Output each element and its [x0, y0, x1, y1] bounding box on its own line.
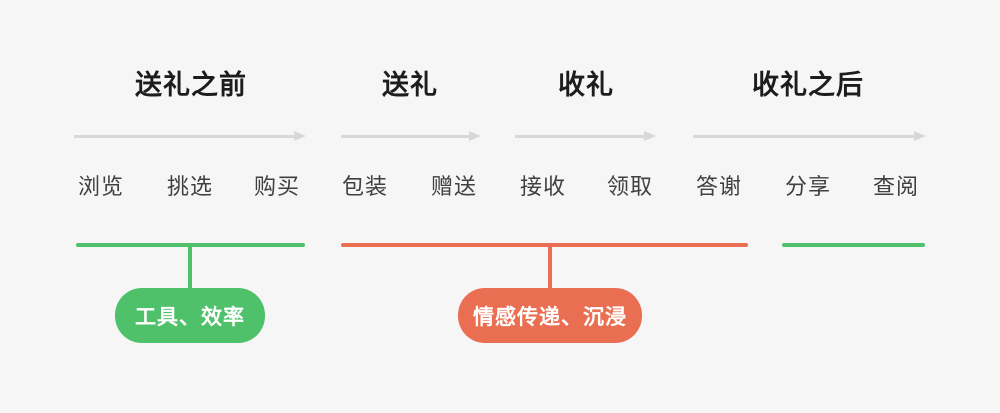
step-label-8: 分享 [784, 174, 832, 199]
phase-title-0: 送礼之前 [135, 70, 247, 100]
step-label-1: 挑选 [166, 174, 214, 199]
step-label-9: 查阅 [872, 174, 920, 199]
arrow-shaft [74, 135, 295, 138]
arrow-head [644, 131, 656, 141]
arrow-shaft [693, 135, 915, 138]
connector-stem-red [548, 243, 552, 291]
arrow-head [294, 131, 306, 141]
arrow-head [469, 131, 481, 141]
pill-emotion-immersion: 情感传递、沉浸 [458, 288, 642, 343]
group-bar-red-middle [341, 243, 748, 247]
step-label-3: 包装 [341, 174, 389, 199]
arrow-shaft [515, 135, 645, 138]
phase-arrow-icon-0 [74, 131, 306, 141]
step-label-2: 购买 [253, 174, 301, 199]
phase-title-3: 收礼之后 [752, 70, 864, 100]
phase-arrow-icon-1 [341, 131, 481, 141]
step-label-5: 接收 [519, 174, 567, 199]
phase-arrow-icon-3 [693, 131, 926, 141]
phase-arrow-icon-2 [515, 131, 656, 141]
step-label-6: 领取 [606, 174, 654, 199]
arrow-shaft [341, 135, 470, 138]
phase-title-2: 收礼 [558, 70, 614, 100]
pill-tools-efficiency: 工具、效率 [115, 288, 265, 343]
step-label-7: 答谢 [695, 174, 743, 199]
arrow-head [914, 131, 926, 141]
phase-title-1: 送礼 [382, 70, 438, 100]
group-bar-green-right [782, 243, 925, 247]
step-label-0: 浏览 [77, 174, 125, 199]
step-label-4: 赠送 [430, 174, 478, 199]
connector-stem-green [188, 243, 192, 291]
pill-label: 工具、效率 [135, 305, 245, 329]
pill-label: 情感传递、沉浸 [473, 305, 627, 329]
